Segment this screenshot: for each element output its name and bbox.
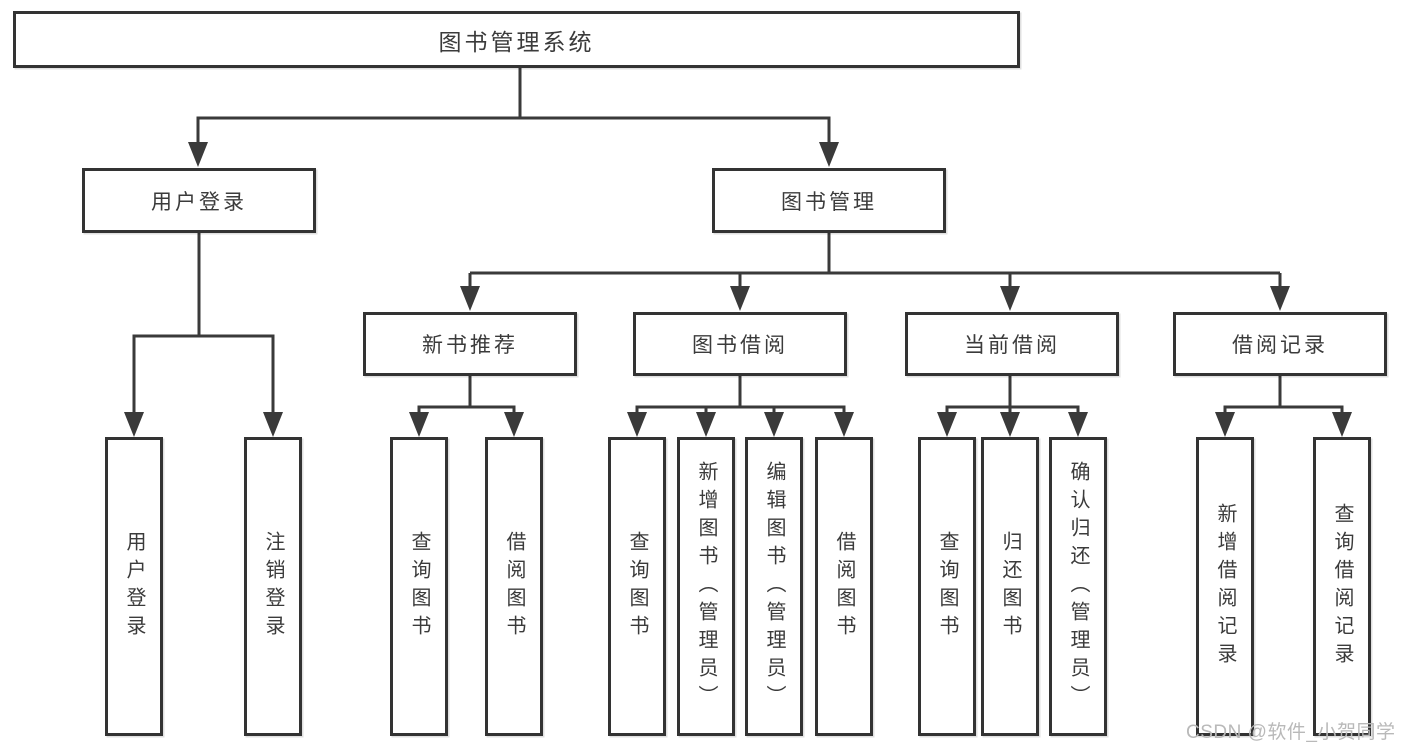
leaf-return-book: 归还图书	[981, 437, 1039, 736]
node-label: 当前借阅	[964, 334, 1060, 357]
leaf-add-book-admin: 新增图书（管理员）	[677, 437, 735, 736]
node-label: 查询借阅记录	[1331, 502, 1353, 671]
node-label: 归还图书	[999, 530, 1021, 643]
leaf-logout: 注销登录	[244, 437, 302, 736]
node-label: 借阅图书	[503, 530, 525, 643]
node-new-book-recommendation: 新书推荐	[363, 312, 577, 376]
leaf-borrow-book: 借阅图书	[815, 437, 873, 736]
node-label: 图书管理系统	[438, 28, 595, 55]
node-label: 借阅图书	[833, 530, 855, 643]
node-current-borrowing: 当前借阅	[905, 312, 1119, 376]
node-label: 编辑图书（管理员）	[763, 460, 785, 713]
leaf-query-books-current: 查询图书	[918, 437, 976, 736]
node-label: 用户登录	[123, 530, 145, 643]
leaf-query-books-recommend: 查询图书	[390, 437, 448, 736]
node-label: 查询图书	[936, 530, 958, 643]
leaf-edit-book-admin: 编辑图书（管理员）	[745, 437, 803, 736]
node-label: 新增图书（管理员）	[695, 460, 717, 713]
node-label: 图书借阅	[692, 334, 788, 357]
node-library-management-system: 图书管理系统	[13, 11, 1020, 68]
node-label: 查询图书	[408, 530, 430, 643]
node-borrowing-records: 借阅记录	[1173, 312, 1387, 376]
csdn-watermark: CSDN @软件_小贺同学	[1186, 722, 1396, 743]
node-label: 新书推荐	[422, 334, 518, 357]
leaf-query-books-borrow: 查询图书	[608, 437, 666, 736]
leaf-user-login: 用户登录	[105, 437, 163, 736]
node-label: 借阅记录	[1232, 334, 1328, 357]
node-book-management: 图书管理	[712, 168, 946, 233]
leaf-query-borrow-record: 查询借阅记录	[1313, 437, 1371, 736]
leaf-confirm-return-admin: 确认归还（管理员）	[1049, 437, 1107, 736]
leaf-borrow-book-recommend: 借阅图书	[485, 437, 543, 736]
leaf-add-borrow-record: 新增借阅记录	[1196, 437, 1254, 736]
node-user-login: 用户登录	[82, 168, 316, 233]
node-label: 新增借阅记录	[1214, 502, 1236, 671]
node-label: 注销登录	[262, 530, 284, 643]
node-label: 用户登录	[151, 190, 247, 214]
node-label: 查询图书	[626, 530, 648, 643]
node-label: 确认归还（管理员）	[1067, 460, 1089, 713]
node-label: 图书管理	[781, 190, 877, 214]
node-book-borrowing: 图书借阅	[633, 312, 847, 376]
